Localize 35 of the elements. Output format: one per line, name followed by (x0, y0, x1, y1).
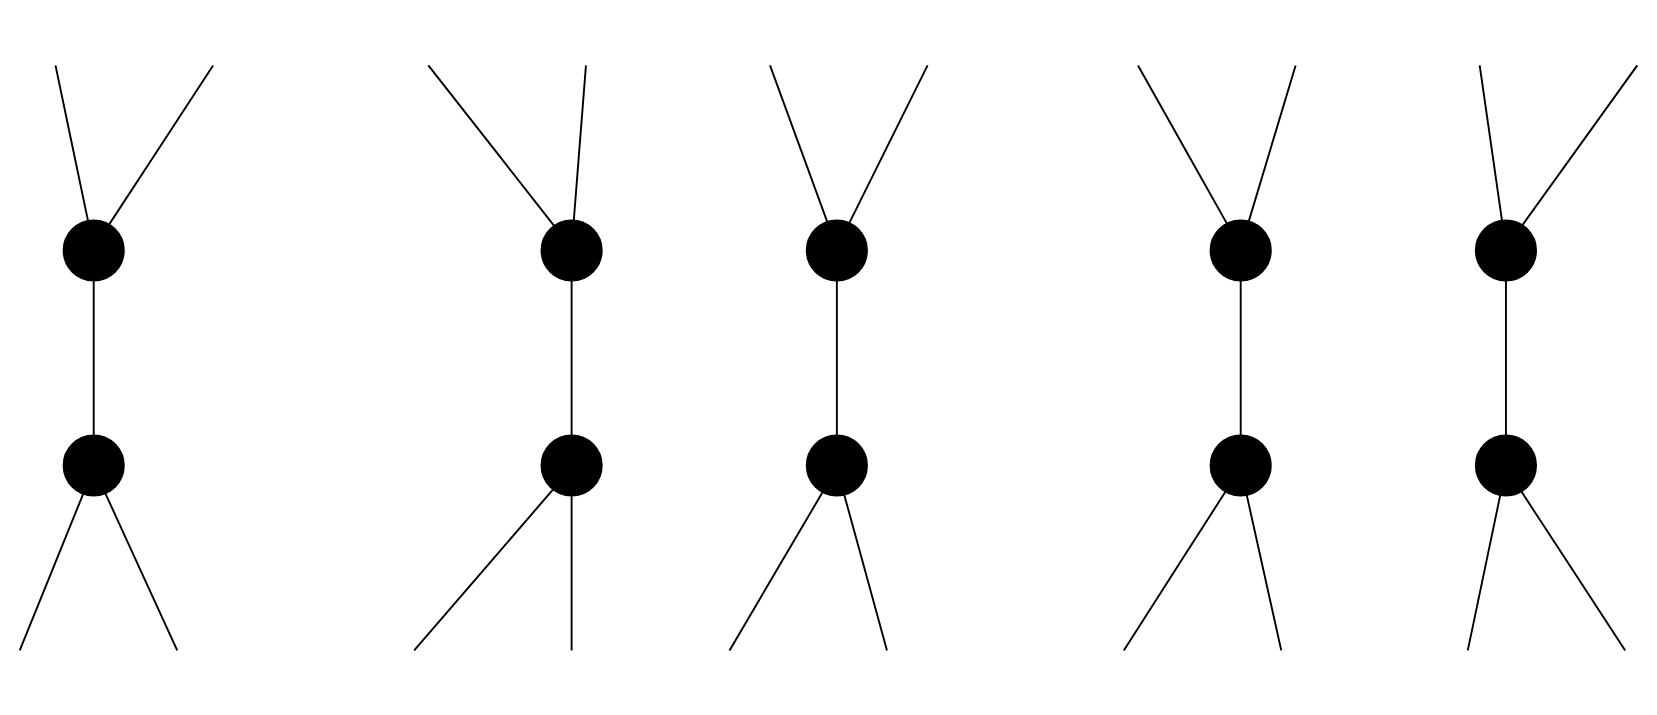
node-circle (62, 218, 125, 282)
connector (728, 491, 824, 651)
node-circle (1474, 433, 1537, 497)
node-circle (1209, 218, 1272, 282)
node-circle (1474, 218, 1537, 282)
connector (572, 63, 587, 221)
node-circle (540, 433, 603, 497)
connector (570, 494, 573, 651)
connector (570, 278, 573, 437)
connector (1239, 278, 1242, 437)
connector (92, 278, 95, 437)
node-circle (540, 218, 603, 282)
connector (1505, 278, 1507, 437)
connector (843, 493, 888, 651)
connector (1247, 63, 1297, 222)
connector (1520, 490, 1627, 651)
connector (1466, 493, 1502, 651)
connector (104, 491, 179, 651)
connector (848, 63, 929, 224)
node-circle (1209, 433, 1272, 497)
connector (108, 63, 215, 225)
connector (18, 492, 85, 651)
connector (1122, 490, 1227, 651)
connector (54, 63, 90, 222)
connector (427, 63, 555, 227)
connector (835, 278, 838, 437)
connector (1137, 63, 1228, 224)
node-circle (805, 433, 868, 497)
connector (1245, 493, 1283, 651)
connector (413, 488, 554, 651)
node-circle (805, 218, 868, 282)
connector (1478, 63, 1503, 221)
connector (1521, 63, 1639, 226)
node-circle (62, 433, 125, 497)
connector (769, 63, 829, 223)
